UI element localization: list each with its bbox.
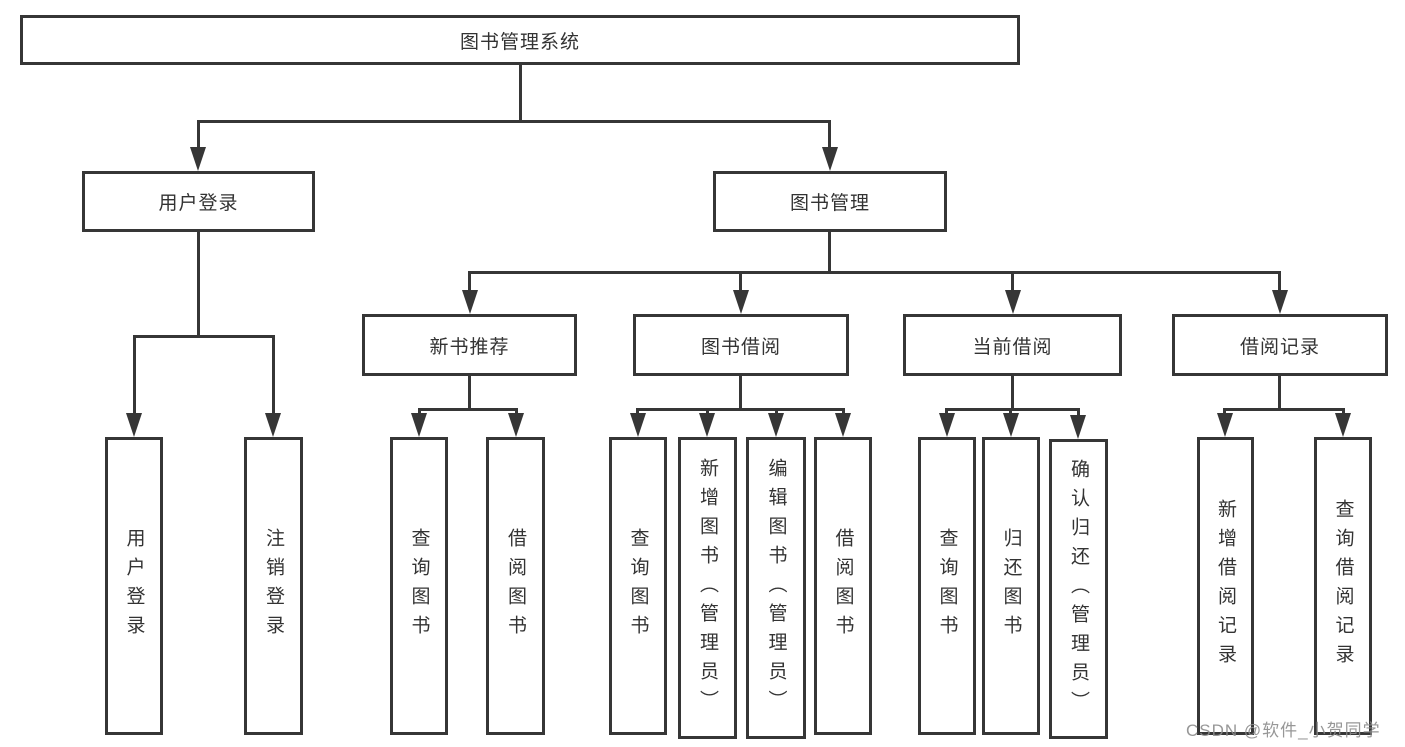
connector-branch-root: [197, 120, 831, 123]
arrowhead-bb-query: [630, 413, 646, 437]
arrowhead-bb-add: [699, 413, 715, 437]
leaf-confirm-return-admin-label: 确认归还（管理员）: [1068, 458, 1089, 720]
node-borrow-record-label: 借阅记录: [1239, 336, 1320, 358]
arrowhead-user-login: [190, 147, 206, 171]
leaf-add-borrow-record: 新增借阅记录: [1197, 437, 1254, 735]
arrowhead-cb-confirm: [1070, 415, 1086, 439]
arrowhead-bb-edit: [768, 413, 784, 437]
leaf-query-books-recommend: 查询图书: [390, 437, 448, 735]
leaf-query-books-current: 查询图书: [918, 437, 976, 735]
leaf-return-book: 归还图书: [982, 437, 1040, 735]
connector-drop-bb-add: [706, 408, 709, 416]
leaf-query-borrow-record-label: 查询借阅记录: [1332, 499, 1354, 673]
connector-drop-book-management: [828, 120, 831, 150]
arrowhead-bb-borrow: [835, 413, 851, 437]
leaf-add-borrow-record-label: 新增借阅记录: [1215, 499, 1236, 673]
leaf-query-books-borrow-label: 查询图书: [627, 528, 649, 644]
arrowhead-borrow-record: [1272, 290, 1288, 314]
leaf-borrow-books-recommend-label: 借阅图书: [505, 528, 526, 644]
connector-stem-user-login: [197, 232, 200, 337]
csdn-watermark: CSDN @软件_小贺同学: [1186, 721, 1381, 740]
node-book-management: 图书管理: [713, 171, 947, 232]
connector-drop-new-book: [468, 271, 471, 292]
node-user-login: 用户登录: [82, 171, 315, 232]
connector-branch-book-borrow: [636, 408, 845, 411]
connector-drop-cb-query: [945, 408, 948, 416]
connector-stem-new-book: [468, 376, 471, 410]
leaf-logout: 注销登录: [244, 437, 303, 735]
node-book-management-label: 图书管理: [789, 193, 870, 214]
arrowhead-book-management: [822, 147, 838, 171]
leaf-user-login-label: 用户登录: [123, 528, 145, 644]
connector-drop-cb-return: [1009, 408, 1012, 416]
leaf-add-book-admin: 新增图书（管理员）: [678, 437, 737, 739]
leaf-query-books-current-label: 查询图书: [936, 528, 958, 644]
leaf-query-books-recommend-label: 查询图书: [408, 528, 430, 644]
node-root: 图书管理系统: [20, 15, 1020, 65]
arrowhead-book-borrow: [733, 290, 749, 314]
arrowhead-new-book: [462, 290, 478, 314]
leaf-add-book-admin-label: 新增图书（管理员）: [697, 457, 718, 719]
arrowhead-br-add: [1217, 413, 1233, 437]
node-current-borrow-label: 当前借阅: [972, 336, 1053, 358]
connector-drop-user-login: [197, 120, 200, 150]
leaf-confirm-return-admin: 确认归还（管理员）: [1049, 439, 1108, 739]
leaf-query-books-borrow: 查询图书: [609, 437, 667, 735]
connector-drop-br-query: [1342, 408, 1345, 416]
arrowhead-current-borrow: [1005, 290, 1021, 314]
connector-stem-borrow-record: [1278, 376, 1281, 410]
connector-branch-current-borrow: [945, 408, 1080, 411]
connector-stem-root: [519, 64, 522, 122]
connector-branch-new-book: [418, 408, 518, 411]
connector-stem-book-management: [828, 232, 831, 274]
connector-stem-book-borrow: [739, 376, 742, 410]
leaf-logout-label: 注销登录: [263, 528, 284, 644]
node-book-borrow: 图书借阅: [633, 314, 849, 376]
arrowhead-nb-borrow: [508, 413, 524, 437]
connector-drop-bb-query: [636, 408, 639, 416]
connector-drop-br-add: [1223, 408, 1226, 416]
leaf-borrow-books-recommend: 借阅图书: [486, 437, 545, 735]
node-new-book-recommend-label: 新书推荐: [429, 336, 510, 358]
connector-drop-cb-confirm: [1077, 408, 1080, 418]
connector-drop-nb-query: [418, 408, 421, 416]
node-current-borrow: 当前借阅: [903, 314, 1122, 376]
arrowhead-leaf-login: [126, 413, 142, 437]
connector-branch-borrow-record: [1223, 408, 1345, 411]
node-book-borrow-label: 图书借阅: [700, 336, 781, 358]
connector-drop-borrow-record: [1278, 271, 1281, 292]
connector-drop-book-borrow: [739, 271, 742, 292]
connector-drop-current-borrow: [1011, 271, 1014, 292]
arrowhead-nb-query: [411, 413, 427, 437]
leaf-borrow-books-label: 借阅图书: [832, 528, 854, 644]
node-user-login-label: 用户登录: [158, 193, 239, 214]
connector-branch-user-login: [133, 335, 275, 338]
arrowhead-leaf-logout: [265, 413, 281, 437]
arrowhead-cb-query: [939, 413, 955, 437]
leaf-user-login: 用户登录: [105, 437, 163, 735]
connector-drop-leaf-login: [133, 335, 136, 415]
leaf-edit-book-admin: 编辑图书（管理员）: [746, 437, 806, 739]
arrowhead-br-query: [1335, 413, 1351, 437]
connector-branch-book-management: [468, 271, 1281, 274]
leaf-query-borrow-record: 查询借阅记录: [1314, 437, 1372, 735]
leaf-borrow-books: 借阅图书: [814, 437, 872, 735]
connector-drop-nb-borrow: [515, 408, 518, 416]
node-borrow-record: 借阅记录: [1172, 314, 1388, 376]
leaf-return-book-label: 归还图书: [1000, 528, 1022, 644]
node-root-label: 图书管理系统: [459, 31, 580, 53]
connector-drop-bb-edit: [775, 408, 778, 416]
arrowhead-cb-return: [1003, 413, 1019, 437]
connector-stem-current-borrow: [1011, 376, 1014, 410]
connector-drop-leaf-logout: [272, 335, 275, 415]
connector-drop-bb-borrow: [842, 408, 845, 416]
node-new-book-recommend: 新书推荐: [362, 314, 577, 376]
leaf-edit-book-admin-label: 编辑图书（管理员）: [765, 457, 787, 719]
